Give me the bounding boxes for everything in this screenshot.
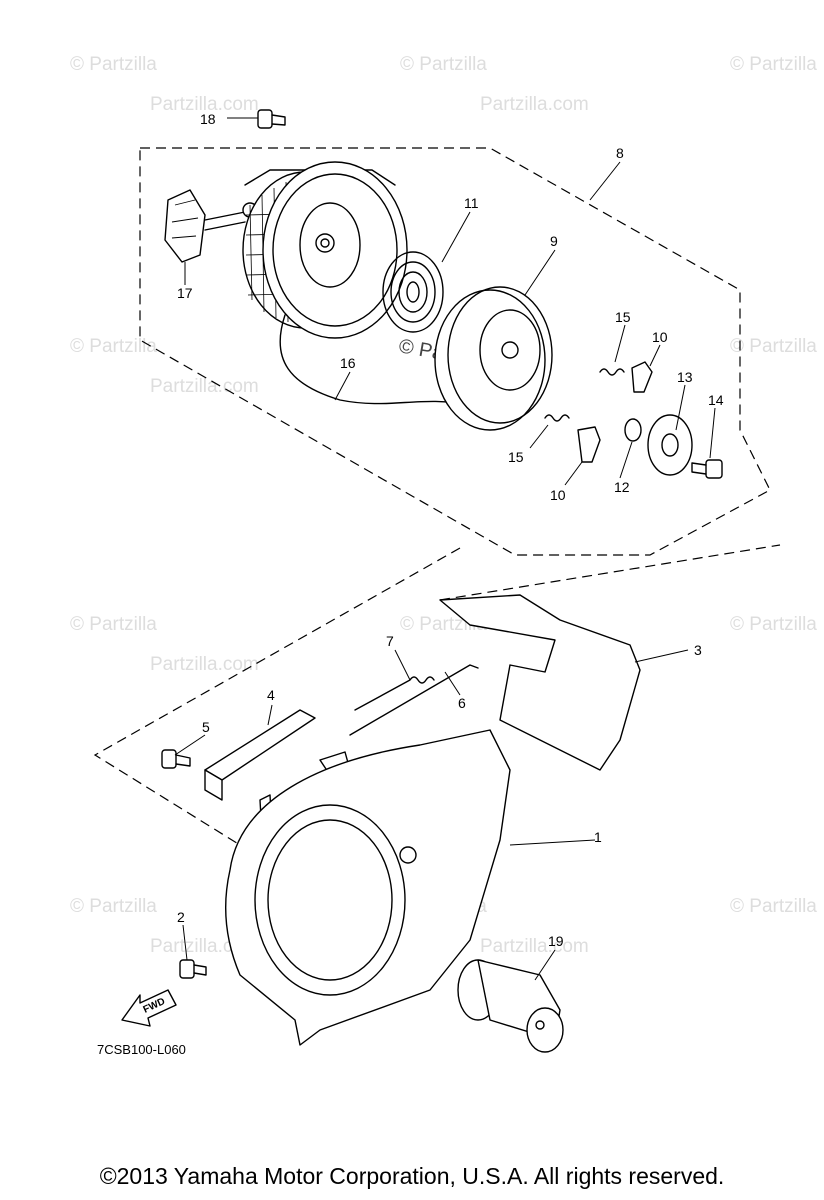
callout-9: 9 (550, 233, 558, 249)
callout-7: 7 (386, 633, 394, 649)
starter-case (242, 161, 408, 339)
callout-2: 2 (177, 909, 185, 925)
copyright-notice: ©2013 Yamaha Motor Corporation, U.S.A. A… (99, 1163, 725, 1189)
bolt-part-18 (257, 109, 286, 129)
diagram-code: 7CSB100-L060 (97, 1042, 186, 1057)
watermark-text: © Partzilla (730, 54, 817, 75)
callout-labels: 18 8 11 9 17 15 10 16 13 14 15 12 10 3 7… (177, 111, 724, 949)
pawl-part-10 (631, 361, 653, 393)
bolt-part-14 (691, 459, 723, 479)
watermark-text: © Partzilla (70, 896, 157, 917)
pawl-part-10 (577, 426, 601, 463)
watermark-text: © Partzilla (70, 614, 157, 635)
watermark-text: Partzilla.com (480, 936, 589, 957)
leader-lines (174, 117, 716, 981)
rod-part-6 (349, 664, 479, 736)
watermark-text: Partzilla.com (150, 654, 259, 675)
spring-part-15 (599, 368, 625, 376)
callout-13: 13 (677, 369, 693, 385)
friction-plate (647, 414, 693, 476)
callout-5: 5 (202, 719, 210, 735)
watermark-text: © Partzilla (730, 336, 817, 357)
watermark-text: © Partzilla (400, 54, 487, 75)
callout-19: 19 (548, 933, 564, 949)
fwd-arrow-icon: FWD (121, 989, 177, 1027)
watermark-text: Partzilla.com (150, 94, 259, 115)
callout-15: 15 (615, 309, 631, 325)
bracket-part-4 (204, 709, 316, 801)
cover-plate (439, 594, 641, 771)
callout-3: 3 (694, 642, 702, 658)
spiral-spring (382, 251, 444, 333)
callout-16: 16 (340, 355, 356, 371)
sheave-drum (434, 286, 553, 431)
callout-4: 4 (267, 687, 275, 703)
callout-18: 18 (200, 111, 216, 127)
callout-1: 1 (594, 829, 602, 845)
callout-6: 6 (458, 695, 466, 711)
starter-rope (279, 314, 481, 406)
callout-10: 10 (652, 329, 668, 345)
fan-housing (224, 729, 511, 1046)
callout-17: 17 (177, 285, 193, 301)
watermark-text: Partzilla.com (480, 94, 589, 115)
callout-11: 11 (464, 195, 479, 211)
lower-assembly-boundary (93, 544, 781, 846)
watermark-text: © Partzilla (70, 336, 157, 357)
spring-part-7 (354, 676, 435, 711)
bolt-part-2 (179, 959, 207, 979)
watermark-text: © Partzilla (730, 896, 817, 917)
cap-part-19 (457, 959, 564, 1053)
ring-part-12 (624, 418, 642, 442)
callout-14: 14 (708, 392, 724, 408)
callout-10: 10 (550, 487, 566, 503)
watermark-text: © Partzilla (70, 54, 157, 75)
bolt-part-5 (161, 749, 191, 769)
watermark-text: Partzilla.com (150, 376, 259, 397)
callout-15: 15 (508, 449, 524, 465)
callout-12: 12 (614, 479, 630, 495)
spring-part-15 (544, 414, 570, 422)
watermark-text: © Partzilla (730, 614, 817, 635)
callout-8: 8 (616, 145, 624, 161)
